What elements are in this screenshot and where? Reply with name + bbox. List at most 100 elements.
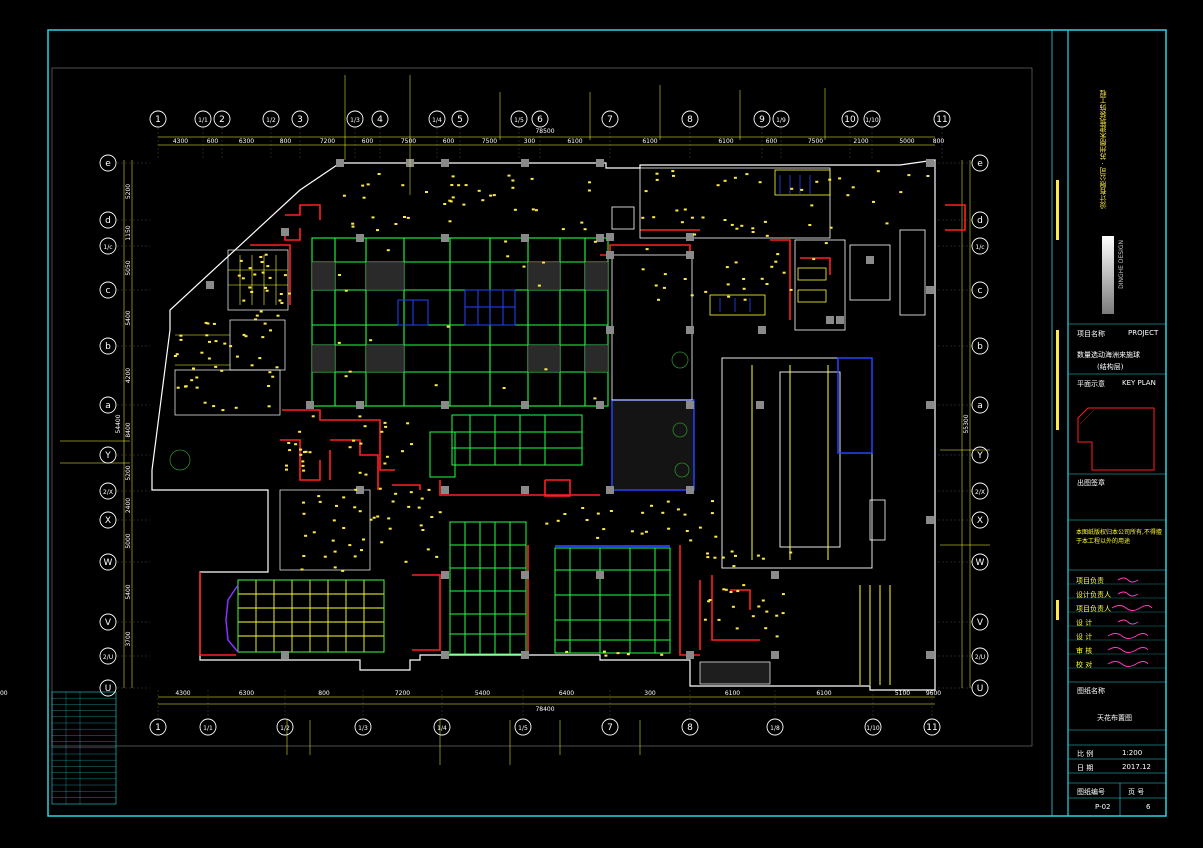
axis-gridlines [117,128,972,718]
axis-left-4: b [99,337,117,355]
fixture-87 [789,288,793,291]
fixture-90 [723,179,727,182]
fixture-127 [212,405,216,408]
column-31 [771,571,779,579]
svg-text:d: d [105,216,111,226]
fixture-22 [394,223,398,225]
fixture-255 [676,508,680,511]
axis-bottom-0: 1 [149,718,167,736]
fixture-275 [707,600,711,603]
fixture-151 [248,267,252,270]
fixture-141 [241,277,245,280]
seating-grid-center [449,521,527,655]
svg-text:3: 3 [297,115,303,125]
fixture-23 [457,184,461,187]
fixture-162 [285,468,288,471]
fixture-232 [341,569,345,572]
axis-right-2: 1/c [971,237,989,255]
fixture-308 [872,200,875,203]
svg-text:1: 1 [155,115,161,125]
column-44 [866,256,874,264]
axis-top-6: 4 [371,110,389,128]
svg-text:c: c [978,286,983,296]
dim-top-11: 6100 [642,138,657,145]
column-27 [356,486,364,494]
fixture-34 [401,184,405,187]
axis-bottom-7: 8 [681,718,699,736]
column-40 [926,516,934,524]
fixture-45 [641,216,645,219]
column-46 [686,251,694,259]
fixture-118 [214,340,218,343]
fixture-164 [384,425,388,428]
fixture-96 [175,353,179,356]
fixture-50 [663,273,667,276]
column-2 [441,159,449,167]
fixture-192 [359,442,363,445]
dim-bottom-2: 800 [318,690,330,697]
fixture-24 [492,194,496,197]
column-19 [826,316,834,324]
fixture-170 [420,497,424,500]
svg-text:1/8: 1/8 [770,725,780,732]
axis-left-10: V [99,613,117,631]
column-42 [758,326,766,334]
fixture-186 [303,451,306,454]
axis-left-8: X [99,511,117,529]
dim-left-total: 54400 [115,414,122,433]
column-22 [281,228,289,236]
column-0 [336,159,344,167]
axis-right-11: 2/U [971,647,989,665]
dim-bottom-3: 7200 [395,690,410,697]
svg-text:d: d [977,216,983,226]
fixture-236 [585,519,589,521]
svg-text:1/10: 1/10 [866,725,880,732]
fixture-258 [641,511,645,514]
fixture-321 [626,653,630,656]
fixture-259 [685,530,689,532]
svg-text:1/1: 1/1 [198,117,208,124]
fixture-277 [736,590,740,593]
column-20 [306,401,314,409]
fixture-237 [556,519,560,522]
column-41 [926,651,934,659]
svg-text:1/2: 1/2 [280,725,290,732]
fixture-88 [743,298,747,301]
axis-top-15: 10 [841,110,859,128]
fixture-267 [721,556,725,559]
svg-text:2/X: 2/X [103,489,113,496]
column-32 [686,651,694,659]
dim-top-14: 7500 [808,138,823,145]
fixture-103 [173,355,177,357]
fixture-208 [360,549,363,552]
building-outline [151,159,936,691]
dim-top-17: 800 [933,138,945,145]
svg-text:b: b [105,342,111,352]
fixture-17 [450,184,454,186]
fixture-222 [300,568,304,571]
fixture-219 [312,531,316,534]
column-18 [756,401,764,409]
fixture-155 [264,253,268,256]
fixture-276 [775,635,779,638]
fixture-159 [266,265,270,268]
fixture-218 [348,544,352,547]
fixture-80 [740,224,744,227]
fixture-160 [378,487,382,490]
drawing-no-label: 图纸编号 [1077,788,1105,796]
fixture-137 [242,299,246,302]
axis-top-5: 1/3 [346,110,364,128]
fixture-106 [203,401,207,404]
fixture-70 [725,266,729,269]
fixture-314 [829,226,833,229]
fixture-226 [388,527,392,530]
fixture-110 [268,371,272,374]
fixture-181 [364,473,368,476]
dim-top-8: 7500 [482,138,497,145]
fixture-14 [443,203,447,205]
fixture-66 [758,181,762,184]
dim-bottom-total: 78400 [535,706,554,713]
dim-top-7: 600 [443,138,455,145]
axis-top-12: 8 [681,110,699,128]
fixture-142 [280,302,284,304]
